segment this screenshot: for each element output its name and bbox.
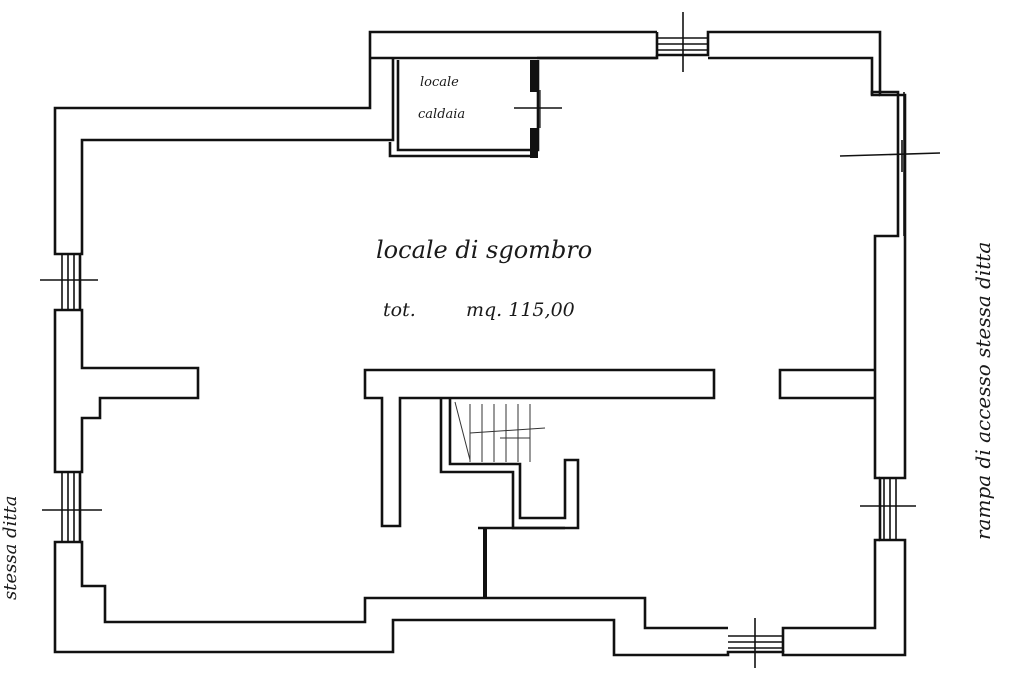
storage-room-title: locale di sgombro [376, 236, 592, 264]
window-top [657, 12, 708, 72]
window-right-upper [839, 92, 941, 236]
boiler-door-jamb-bottom [530, 128, 538, 158]
stair-treads [454, 401, 546, 462]
window-bottom [728, 618, 783, 668]
inner-top-wall [537, 55, 659, 60]
window-left-lower [42, 472, 102, 542]
boiler-room-label-line1: locale [420, 75, 459, 90]
inner-wall-outline-main [80, 58, 395, 256]
boiler-door-jamb-top [530, 60, 538, 92]
window-left-upper [40, 254, 98, 310]
right-partition [778, 368, 875, 400]
storage-room-total-value: mq. 115,00 [466, 299, 575, 321]
storage-room-total-prefix: tot. [383, 299, 416, 321]
outer-wall-outline [53, 30, 907, 657]
left-side-label: stessa ditta [0, 495, 21, 600]
right-side-label: rampa di accesso stessa ditta [971, 242, 995, 540]
boiler-room [388, 60, 562, 158]
central-wall [363, 368, 716, 528]
window-right-lower [860, 478, 916, 540]
inner-bottom-wall [80, 540, 728, 630]
windows [40, 12, 941, 668]
stair-enclosure-outer [439, 398, 580, 530]
boiler-room-label-line2: caldaia [418, 107, 465, 122]
inner-top-right-wall [708, 56, 880, 97]
inner-left-wall-mid [80, 308, 200, 474]
